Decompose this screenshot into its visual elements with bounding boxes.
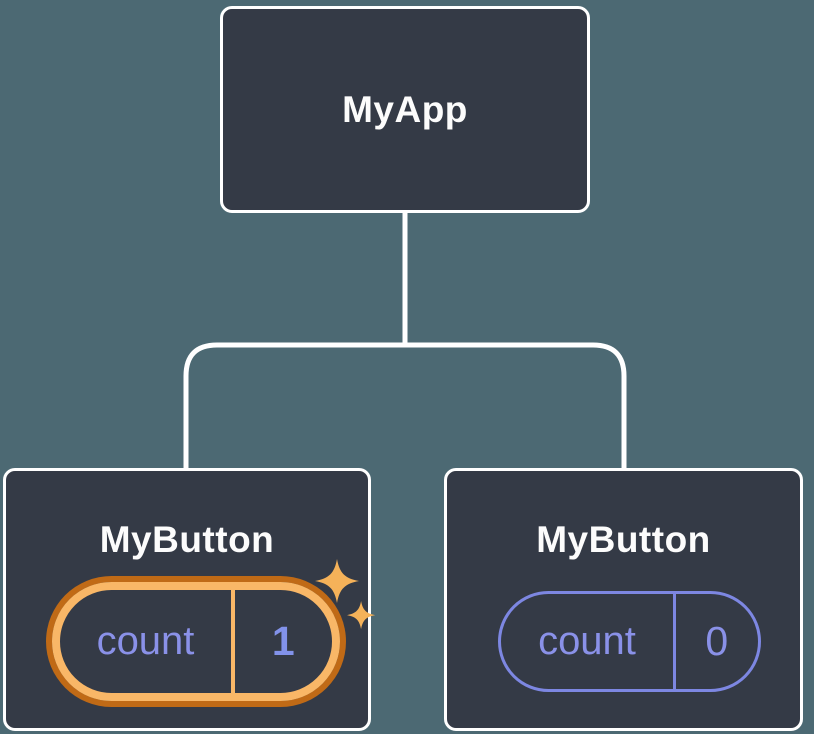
sparkles-icon	[315, 559, 376, 630]
node-label-mybutton-right: MyButton	[536, 519, 711, 560]
state-value-label: 1	[271, 618, 295, 664]
node-label-mybutton-left: MyButton	[99, 519, 275, 560]
pill-divider	[673, 594, 676, 689]
state-value-label: 0	[705, 618, 729, 664]
pill-divider	[231, 590, 235, 693]
tree-node-myapp: MyApp	[220, 6, 590, 213]
tree-node-mybutton-left: MyButton count 1	[3, 468, 376, 731]
state-pill-highlighted: count 1	[52, 582, 340, 701]
state-name-label: count	[96, 619, 195, 663]
node-label-myapp: MyApp	[342, 88, 468, 130]
state-name-label: count	[538, 619, 636, 663]
tree-node-mybutton-right: MyButton count 0	[444, 468, 803, 731]
state-pill-plain: count 0	[498, 591, 761, 692]
